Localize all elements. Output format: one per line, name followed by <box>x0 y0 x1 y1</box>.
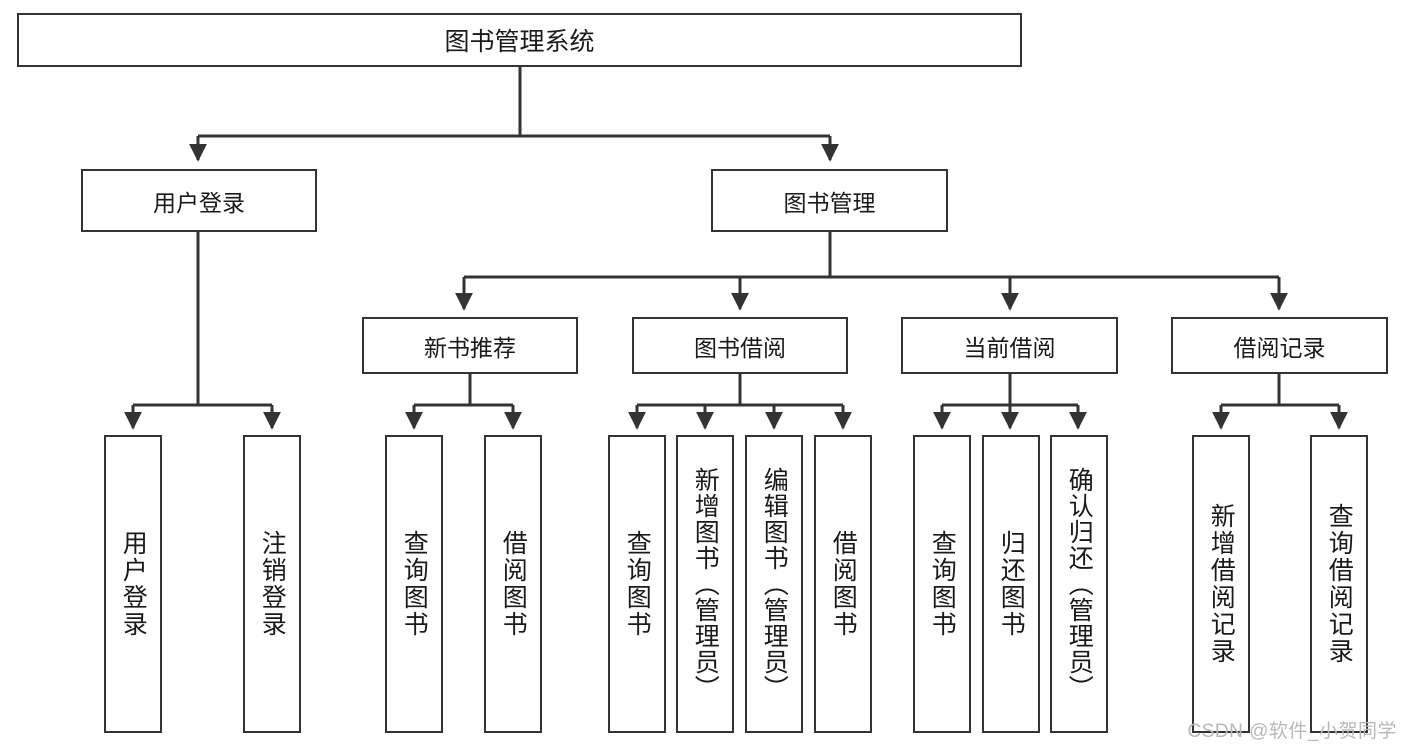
node-book-borrow[interactable]: 图书借阅 <box>632 317 848 374</box>
node-label: 图书管理 <box>783 189 876 216</box>
leaf-book-borrow-borrow-book[interactable]: 借阅图书 <box>814 435 872 733</box>
leaf-current-borrow-confirm-return-admin[interactable]: 确认归还（管理员） <box>1050 435 1108 733</box>
node-book-management[interactable]: 图书管理 <box>711 169 948 232</box>
leaf-label: 查询图书 <box>623 530 652 638</box>
leaf-label: 编辑图书（管理员） <box>760 467 789 701</box>
node-label: 当前借阅 <box>963 334 1056 361</box>
leaf-new-book-borrow-book[interactable]: 借阅图书 <box>484 435 542 733</box>
node-label: 新书推荐 <box>424 334 516 361</box>
node-user-login[interactable]: 用户登录 <box>81 169 317 232</box>
leaf-label: 归还图书 <box>997 530 1026 638</box>
leaf-book-borrow-query-book[interactable]: 查询图书 <box>608 435 666 733</box>
leaf-label: 借阅图书 <box>829 530 858 638</box>
leaf-label: 查询图书 <box>928 530 957 638</box>
node-label: 用户登录 <box>153 189 245 216</box>
csdn-watermark: CSDN @软件_小贺同学 <box>1187 721 1397 742</box>
node-new-book-recommend[interactable]: 新书推荐 <box>362 317 578 374</box>
leaf-label: 注销登录 <box>258 530 287 638</box>
leaf-borrow-record-add-record[interactable]: 新增借阅记录 <box>1192 435 1250 733</box>
node-label: 借阅记录 <box>1233 334 1326 361</box>
leaf-user-login-logout[interactable]: 注销登录 <box>243 435 301 733</box>
leaf-label: 查询借阅记录 <box>1325 503 1354 665</box>
node-root-book-management-system[interactable]: 图书管理系统 <box>17 13 1022 67</box>
leaf-borrow-record-query-record[interactable]: 查询借阅记录 <box>1310 435 1368 733</box>
node-label: 图书管理系统 <box>444 28 595 56</box>
leaf-label: 借阅图书 <box>499 530 528 638</box>
leaf-user-login-login[interactable]: 用户登录 <box>104 435 162 733</box>
node-borrow-record[interactable]: 借阅记录 <box>1171 317 1388 374</box>
leaf-label: 确认归还（管理员） <box>1065 467 1094 701</box>
leaf-label: 用户登录 <box>119 530 148 638</box>
leaf-label: 新增借阅记录 <box>1207 503 1236 665</box>
leaf-label: 新增图书（管理员） <box>691 467 720 701</box>
leaf-label: 查询图书 <box>400 530 429 638</box>
leaf-current-borrow-query-book[interactable]: 查询图书 <box>913 435 971 733</box>
node-current-borrow[interactable]: 当前借阅 <box>901 317 1118 374</box>
leaf-book-borrow-add-book-admin[interactable]: 新增图书（管理员） <box>676 435 734 733</box>
leaf-book-borrow-edit-book-admin[interactable]: 编辑图书（管理员） <box>745 435 803 733</box>
node-label: 图书借阅 <box>694 334 786 361</box>
leaf-current-borrow-return-book[interactable]: 归还图书 <box>982 435 1040 733</box>
leaf-new-book-query-book[interactable]: 查询图书 <box>385 435 443 733</box>
